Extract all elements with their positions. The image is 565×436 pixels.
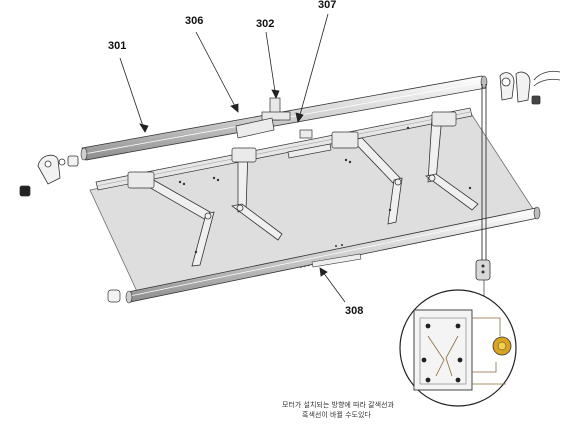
bottom-end-cap (107, 289, 121, 303)
callout-308: 308 (345, 305, 364, 317)
callout-306: 306 (185, 15, 204, 27)
wiring-detail-icon (399, 289, 517, 407)
motor-cable (481, 84, 487, 260)
leader-lines (119, 13, 346, 303)
arm-brackets (127, 111, 457, 189)
wiring-note-line-2: 흑색선이 바뀔 수도있다 (302, 411, 371, 419)
shaft-307 (287, 129, 332, 159)
bottom-load-bar-308 (125, 206, 541, 304)
motor-control-switch-icon (475, 259, 491, 281)
coupling-306 (235, 117, 275, 139)
exploded-screws (178, 126, 472, 254)
callout-307: 307 (318, 0, 337, 11)
central-bracket-302 (261, 97, 291, 121)
callout-301: 301 (108, 40, 127, 52)
wiring-note: 모터가 설치되는 방향에 따라 갈색선과 흑색선이 바뀔 수도있다 (282, 400, 432, 420)
exploded-inner-tube-308 (299, 253, 362, 269)
left-end-bracket (19, 154, 79, 197)
folding-arm-2 (231, 149, 283, 241)
folding-arm-3 (351, 137, 403, 225)
right-motor-end (499, 70, 561, 105)
callout-302: 302 (256, 18, 275, 30)
wiring-note-line-1: 모터가 설치되는 방향에 따라 갈색선과 (282, 401, 394, 409)
